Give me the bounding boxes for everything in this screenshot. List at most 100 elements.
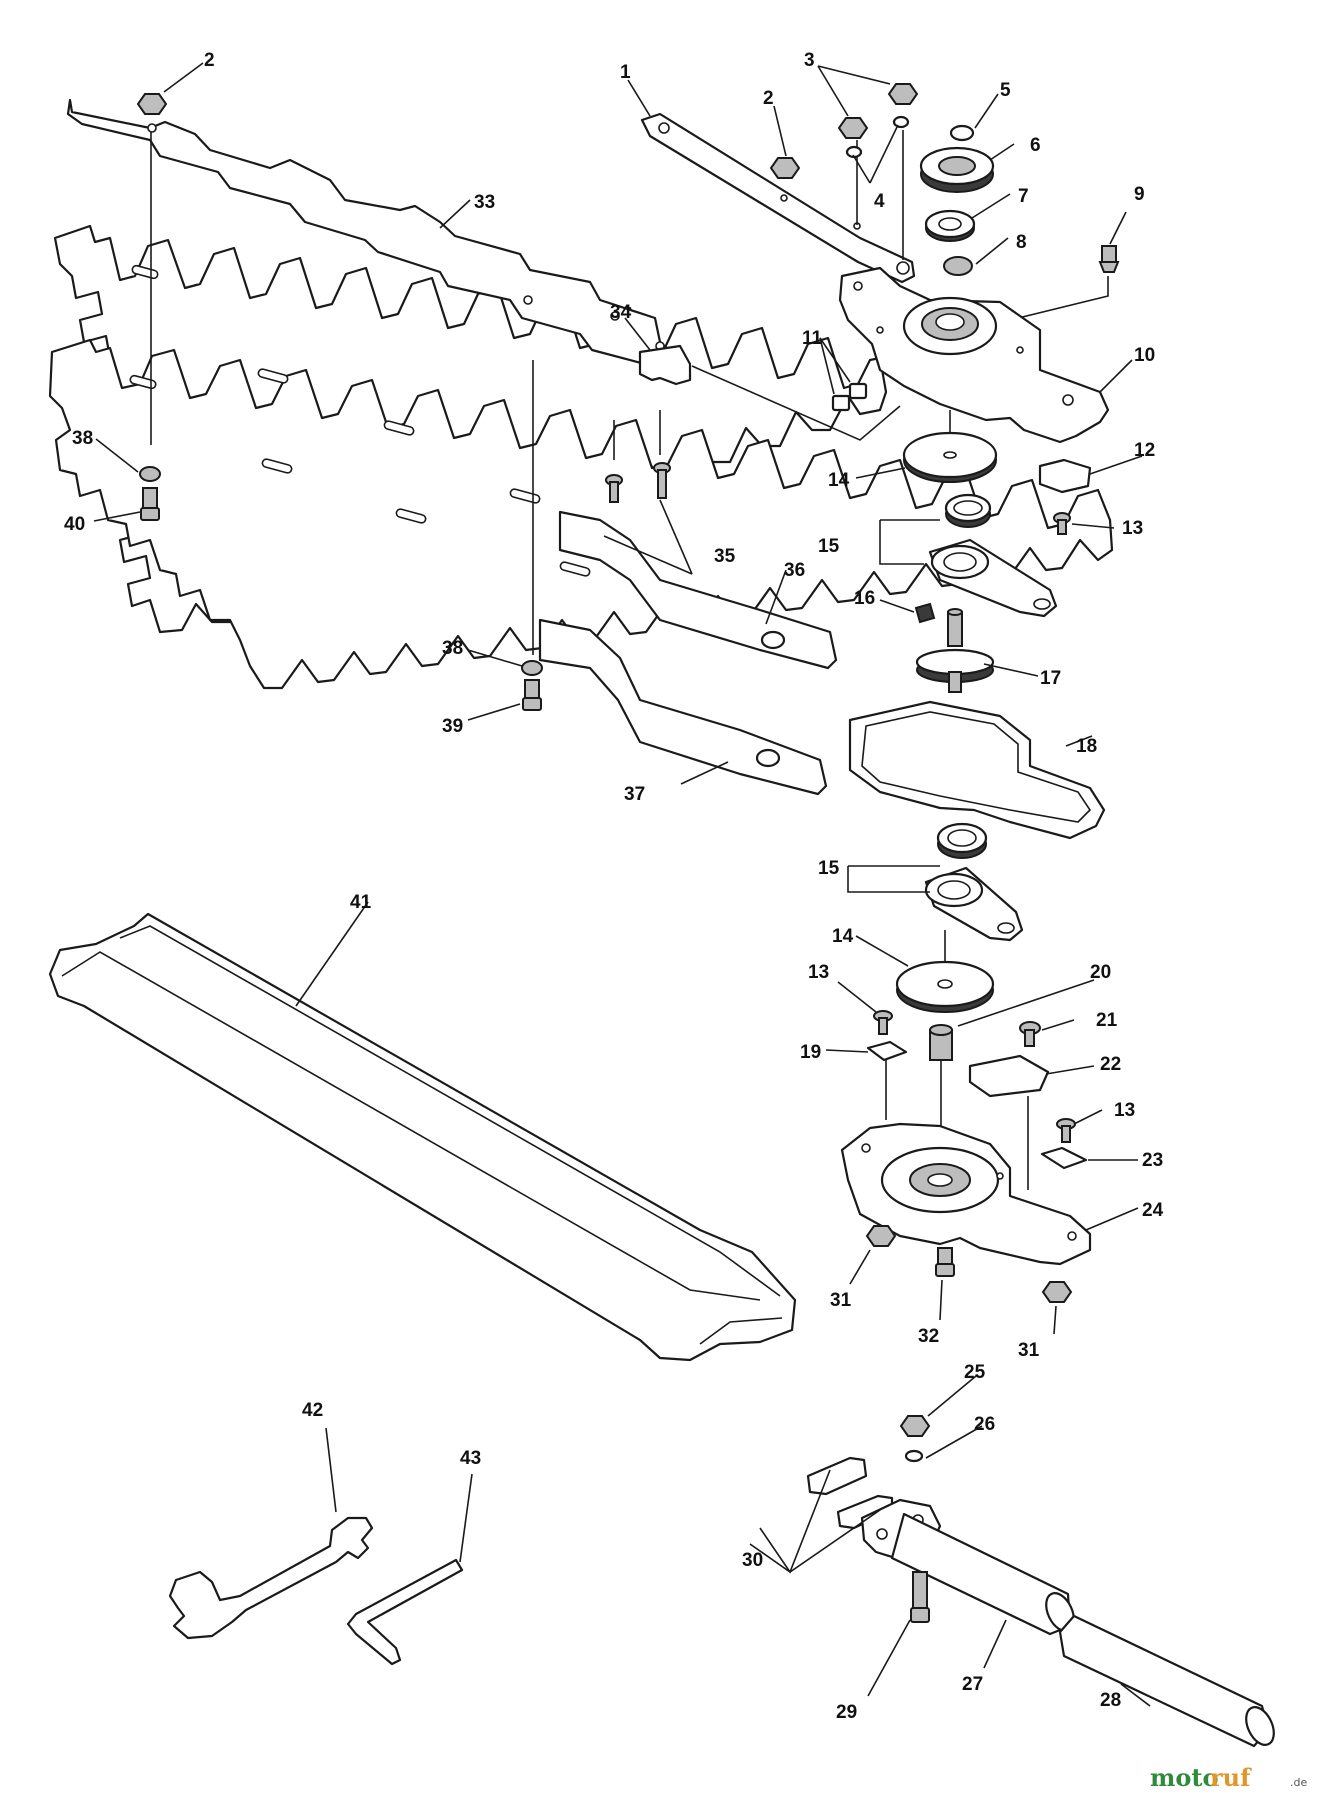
callout-27: 27 — [962, 1674, 983, 1695]
washer-26 — [904, 1449, 924, 1463]
callout-42: 42 — [302, 1400, 323, 1421]
callout-12: 12 — [1134, 440, 1155, 461]
damper-11-b — [848, 382, 868, 400]
callout-22: 22 — [1100, 1054, 1121, 1075]
callout-3: 3 — [804, 50, 815, 71]
screw-13-lower-right — [1056, 1118, 1076, 1143]
callout-26: 26 — [974, 1414, 995, 1435]
blade-assembly — [48, 93, 1114, 796]
wrench-42 — [168, 1516, 374, 1640]
callout-6: 6 — [1030, 135, 1041, 156]
clamp-plate-30-a — [806, 1456, 868, 1496]
callout-32: 32 — [918, 1326, 939, 1347]
leader-lines — [93, 62, 1151, 1707]
callout-4: 4 — [874, 191, 885, 212]
thrust-washer-14 — [902, 431, 998, 483]
callout-28: 28 — [1100, 1690, 1121, 1711]
bolt-32 — [935, 1247, 955, 1277]
callout-40: 40 — [64, 514, 85, 535]
callout-35: 35 — [714, 546, 736, 567]
retaining-ring-5 — [949, 124, 975, 142]
callout-7: 7 — [1018, 186, 1029, 207]
hex-key-43 — [346, 1558, 464, 1666]
callout-19: 19 — [800, 1042, 821, 1063]
nut-2 — [136, 93, 168, 115]
plate-12 — [1038, 458, 1092, 494]
watermark-text-3: .de — [1290, 1776, 1307, 1789]
callout-18: 18 — [1076, 736, 1097, 757]
bolt-29 — [910, 1571, 930, 1623]
callout-37: 37 — [624, 784, 645, 805]
blade-cover-41 — [48, 912, 797, 1362]
damper-11-a — [831, 394, 851, 412]
callout-10: 10 — [1134, 345, 1155, 366]
callout-14-b: 14 — [832, 926, 854, 947]
handle-tube-28 — [1058, 1614, 1270, 1748]
callout-23: 23 — [1142, 1150, 1163, 1171]
callout-31-a: 31 — [830, 1290, 852, 1311]
nut-31-left — [865, 1225, 897, 1247]
bearing-7 — [924, 209, 976, 242]
watermark-text-2: ruf — [1210, 1763, 1252, 1792]
callout-9: 9 — [1134, 184, 1145, 205]
callout-11: 11 — [802, 328, 823, 349]
callout-17: 17 — [1040, 668, 1061, 689]
clip-34 — [638, 344, 692, 386]
gear-case-upper — [640, 83, 1120, 840]
plate-19 — [866, 1040, 908, 1062]
callout-41: 41 — [350, 892, 372, 913]
callout-labels: 1 2 2 3 4 5 6 7 8 9 10 11 12 13 14 15 16… — [64, 50, 1164, 1723]
crank-15-lower — [924, 822, 1024, 942]
callout-15-b: 15 — [818, 858, 840, 879]
callout-38-a: 38 — [72, 428, 93, 449]
washer-38-lower — [521, 660, 543, 676]
callout-5: 5 — [1000, 80, 1011, 101]
screw-35-a — [605, 474, 623, 503]
callout-8: 8 — [1016, 232, 1027, 253]
callout-38-b: 38 — [442, 638, 463, 659]
watermark-logo: moto ruf .de — [1150, 1763, 1307, 1792]
crank-shaft-17 — [915, 608, 995, 693]
callout-2-b: 2 — [763, 88, 774, 109]
callout-25: 25 — [964, 1362, 986, 1383]
thrust-washer-14-lower — [895, 960, 995, 1013]
gear-case-lower — [840, 822, 1092, 1303]
plate-23 — [1040, 1146, 1088, 1170]
bolt-39 — [522, 679, 542, 711]
callout-13-b: 13 — [808, 962, 829, 983]
callout-15-a: 15 — [818, 536, 840, 557]
callout-13-c: 13 — [1114, 1100, 1135, 1121]
plate-22 — [968, 1054, 1050, 1098]
screw-35-b — [653, 462, 671, 499]
gear-housing-upper — [838, 266, 1110, 444]
callout-39: 39 — [442, 716, 463, 737]
screw-21 — [1019, 1021, 1041, 1047]
callout-31-b: 31 — [1018, 1340, 1040, 1361]
spacer-8 — [943, 256, 973, 276]
screw-13-lower-left — [873, 1010, 893, 1035]
callout-30: 30 — [742, 1550, 763, 1571]
callout-43: 43 — [460, 1448, 481, 1469]
callout-29: 29 — [836, 1702, 857, 1723]
bolt-40 — [140, 487, 160, 521]
callout-2-a: 2 — [204, 50, 215, 71]
callout-13-a: 13 — [1122, 518, 1143, 539]
connecting-rod — [640, 112, 916, 284]
bushing-20 — [929, 1024, 953, 1061]
callout-14-a: 14 — [828, 470, 850, 491]
washer-38 — [139, 466, 161, 482]
blade-extension-37 — [538, 618, 828, 796]
screw-13-upper — [1053, 512, 1071, 535]
watermark-text-1: moto — [1150, 1763, 1219, 1792]
callout-36: 36 — [784, 560, 805, 581]
callout-21: 21 — [1096, 1010, 1118, 1031]
bevel-gear-6 — [919, 146, 995, 193]
callout-24: 24 — [1142, 1200, 1164, 1221]
callout-34: 34 — [610, 302, 632, 323]
key-16 — [914, 602, 936, 624]
lower-cutter-blade — [48, 338, 1114, 690]
crank-15-upper — [928, 493, 1058, 618]
callout-1: 1 — [620, 62, 631, 83]
nut-31-right — [1041, 1281, 1073, 1303]
